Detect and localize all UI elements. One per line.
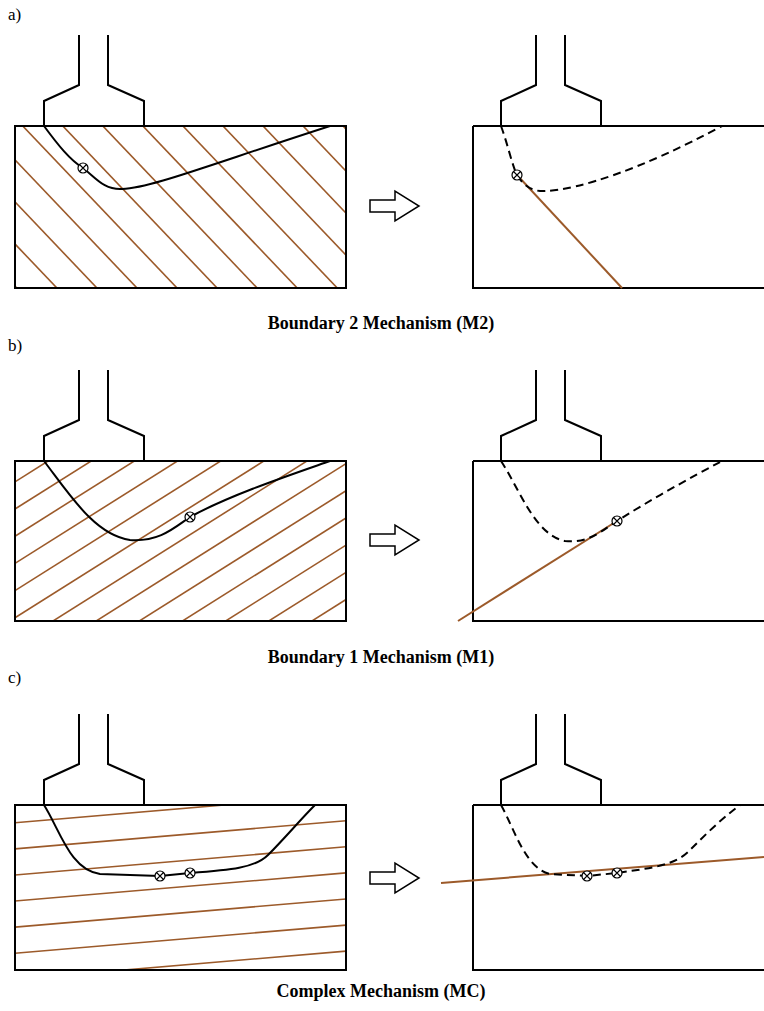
hatch-stroke	[15, 896, 346, 970]
hatch-stroke	[15, 126, 346, 288]
panel-c	[15, 714, 764, 970]
hatch-stroke	[15, 461, 346, 621]
panel-letter: c)	[8, 669, 21, 688]
hatch-stroke	[213, 126, 346, 209]
soil-bedding-hatch	[15, 805, 346, 970]
hatch-stroke	[15, 586, 346, 621]
hatch-stroke	[15, 461, 346, 621]
hatch-stroke	[15, 805, 346, 878]
hatch-stroke	[15, 461, 346, 621]
hatch-stroke	[15, 126, 231, 288]
hatch-stroke	[15, 205, 147, 288]
hatch-stroke	[15, 527, 346, 621]
hatch-stroke	[15, 126, 346, 288]
hatch-stroke	[15, 126, 346, 288]
hatch-stroke	[15, 845, 346, 930]
hatch-stroke	[15, 185, 168, 288]
hatch-stroke	[15, 126, 346, 288]
hatch-stroke	[15, 461, 346, 621]
hatch-stroke	[15, 461, 346, 621]
panel-b	[15, 370, 764, 621]
hatch-stroke	[15, 461, 346, 621]
hatch-stroke	[15, 225, 126, 288]
hatch-stroke	[15, 469, 346, 621]
soil-bedding-hatch	[15, 461, 346, 621]
hatch-stroke	[15, 461, 346, 621]
hatch-stroke	[15, 126, 346, 288]
hatch-stroke	[15, 948, 346, 970]
hatch-stroke	[15, 508, 346, 621]
hatch-stroke	[15, 461, 346, 621]
hatch-stroke	[15, 126, 336, 288]
hatch-stroke	[15, 126, 346, 288]
hatch-stroke	[234, 126, 346, 189]
hatch-stroke	[15, 126, 294, 288]
panel-letter: b)	[8, 337, 22, 356]
hatch-stroke	[15, 126, 346, 288]
hatch-stroke	[15, 461, 346, 621]
hatch-stroke	[15, 566, 346, 621]
hatch-stroke	[15, 245, 105, 288]
hatch-stroke	[15, 126, 252, 288]
hatch-stroke	[15, 547, 346, 621]
hatch-stroke	[15, 461, 346, 477]
hatch-stroke	[15, 126, 346, 288]
hatch-stroke	[15, 145, 210, 288]
hatch-stroke	[15, 126, 315, 288]
hatch-stroke	[108, 126, 346, 288]
hatch-stroke	[15, 819, 346, 904]
panel-caption: Boundary 1 Mechanism (M1)	[268, 648, 495, 668]
hatch-stroke	[192, 126, 346, 229]
hatch-stroke	[15, 922, 346, 970]
hatch-stroke	[15, 126, 273, 288]
hatch-stroke	[15, 461, 346, 593]
hatch-stroke	[15, 461, 346, 613]
hatch-stroke	[24, 126, 346, 288]
panel-caption: Boundary 2 Mechanism (M2)	[268, 314, 495, 334]
hatch-stroke	[15, 605, 346, 621]
panel-caption: Complex Mechanism (MC)	[277, 982, 486, 1002]
panel-a	[15, 35, 764, 288]
soil-bedding-hatch	[15, 126, 346, 288]
panel-letter: a)	[8, 6, 21, 25]
hatch-stroke	[15, 126, 346, 288]
hatch-stroke	[15, 489, 346, 621]
hatch-stroke	[15, 461, 346, 621]
hatch-stroke	[15, 871, 346, 956]
